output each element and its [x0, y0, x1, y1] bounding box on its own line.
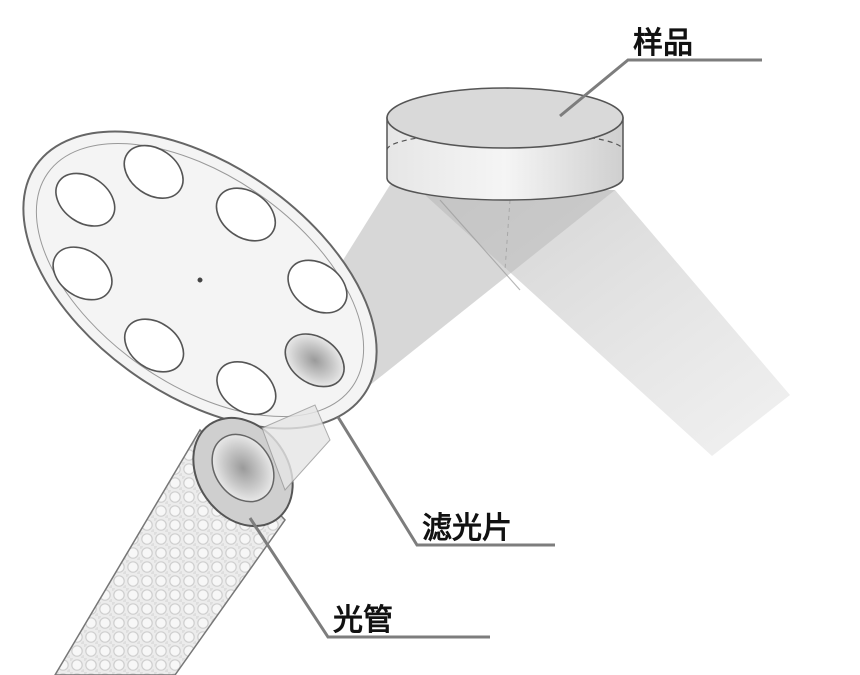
light-pipe [54, 404, 331, 675]
light-pipe-label: 光管 [333, 603, 393, 638]
filter-wheel [22, 130, 378, 430]
light-pipe-leader-line [248, 517, 490, 639]
filter-label: 滤光片 [422, 511, 512, 546]
sample-leader-line [559, 58, 762, 118]
filter-leader-line [336, 416, 555, 547]
sample-disc [386, 87, 624, 201]
sample-label: 样品 [633, 26, 693, 61]
